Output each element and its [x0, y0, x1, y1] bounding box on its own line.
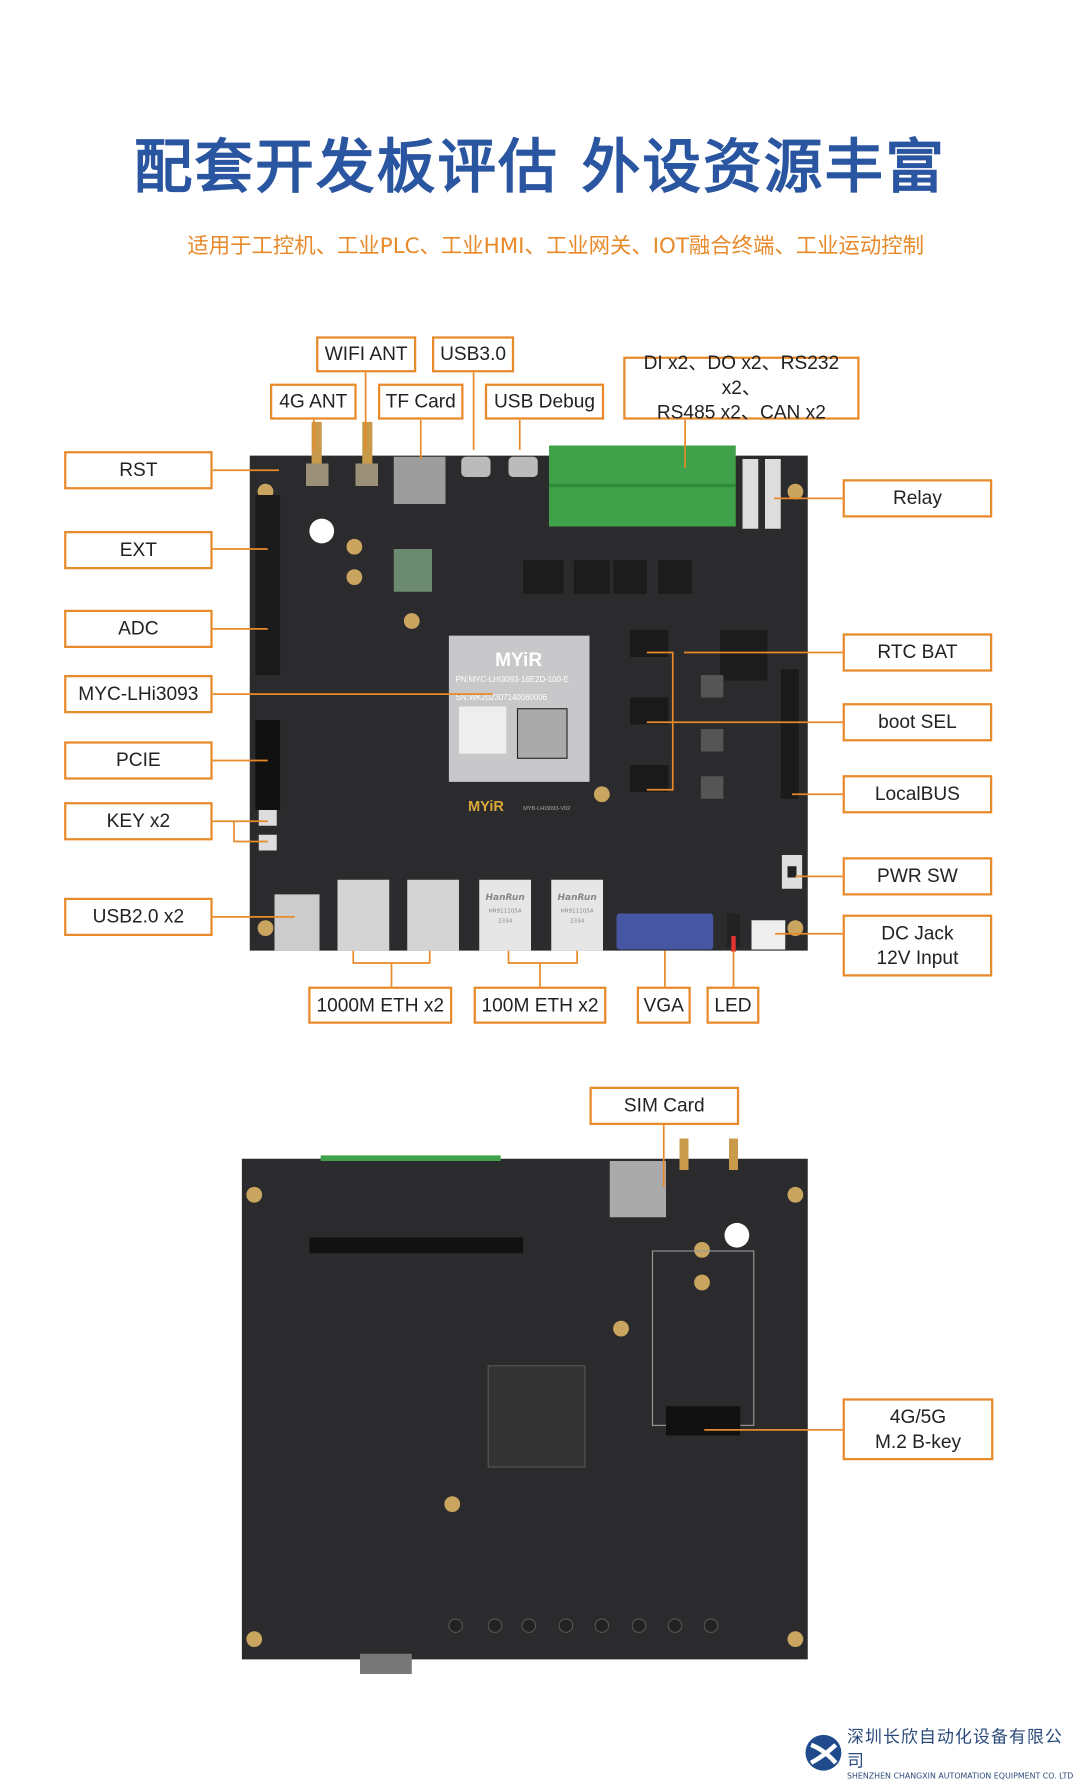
- label-dc-jack: DC Jack 12V Input: [842, 914, 993, 977]
- label-ext: EXT: [64, 531, 213, 570]
- label-tf-card: TF Card: [378, 383, 464, 420]
- eth-code-2: 2334: [570, 919, 585, 925]
- label-boot-sel: boot SEL: [842, 703, 993, 742]
- company-logo-icon: [805, 1734, 842, 1771]
- chip-sn: SN:WK202307140060006: [456, 693, 548, 702]
- label-eth100: 100M ETH x2: [473, 986, 607, 1024]
- label-key: KEY x2: [64, 802, 213, 841]
- label-rst: RST: [64, 451, 213, 490]
- label-dc-jack-line2: 12V Input: [876, 946, 959, 969]
- label-4g-ant: 4G ANT: [270, 383, 357, 420]
- label-relay: Relay: [842, 479, 993, 518]
- eth-model-1: HR911105A: [488, 908, 522, 914]
- label-m2: 4G/5G M.2 B-key: [842, 1398, 994, 1461]
- label-eth1000: 1000M ETH x2: [308, 986, 453, 1024]
- top-board-image: MYiR PN:MYC-LHI3093-16E2D-100-E SN:WK202…: [249, 421, 808, 952]
- label-dc-jack-line1: DC Jack: [881, 921, 954, 944]
- sim-slot: [609, 1161, 666, 1218]
- board-model: MYB-LHI3093-V02: [523, 806, 570, 812]
- label-rtc-bat: RTC BAT: [842, 633, 993, 672]
- company-name-en: SHENZHEN CHANGXIN AUTOMATION EQUIPMENT C…: [846, 1771, 1074, 1781]
- label-vga: VGA: [636, 986, 691, 1024]
- company-name-cn: 深圳长欣自动化设备有限公司: [846, 1726, 1063, 1771]
- company-logo: 深圳长欣自动化设备有限公司 SHENZHEN CHANGXIN AUTOMATI…: [804, 1725, 1080, 1781]
- label-io-line1: DI x2、DO x2、RS232 x2、: [643, 352, 840, 399]
- label-led: LED: [706, 986, 760, 1024]
- bottom-board-image: [241, 1138, 808, 1674]
- page-subtitle: 适用于工控机、工业PLC、工业HMI、工业网关、IOT融合终端、工业运动控制: [187, 234, 925, 259]
- label-pwr-sw: PWR SW: [842, 857, 993, 896]
- eth-brand-1: HanRun: [485, 893, 524, 903]
- label-io-line2: RS485 x2、CAN x2: [656, 401, 826, 423]
- vga-port: [616, 913, 714, 950]
- label-adc: ADC: [64, 609, 213, 648]
- label-sim-card: SIM Card: [589, 1086, 740, 1125]
- label-io: DI x2、DO x2、RS232 x2、 RS485 x2、CAN x2: [623, 352, 860, 423]
- label-localbus: LocalBUS: [842, 775, 993, 814]
- page-title: 配套开发板评估 外设资源丰富: [133, 133, 947, 202]
- chip-pn: PN:MYC-LHI3093-16E2D-100-E: [456, 675, 569, 684]
- chip-brand: MYiR: [495, 650, 542, 671]
- label-pcie: PCIE: [64, 741, 213, 780]
- eth-brand-2: HanRun: [557, 893, 596, 903]
- label-wifi-ant: WIFI ANT: [316, 336, 417, 373]
- leader-lines: [212, 372, 843, 1431]
- label-usb20: USB2.0 x2: [64, 897, 213, 936]
- label-m2-line2: M.2 B-key: [874, 1430, 962, 1452]
- label-som: MYC-LHi3093: [64, 675, 213, 714]
- label-usb-debug: USB Debug: [484, 383, 605, 420]
- label-usb30: USB3.0: [432, 336, 515, 373]
- label-m2-line1: 4G/5G: [889, 1405, 947, 1428]
- eth-code-1: 2334: [498, 919, 513, 925]
- board-brand: MYiR: [468, 799, 504, 815]
- eth-model-2: HR911105A: [560, 908, 594, 914]
